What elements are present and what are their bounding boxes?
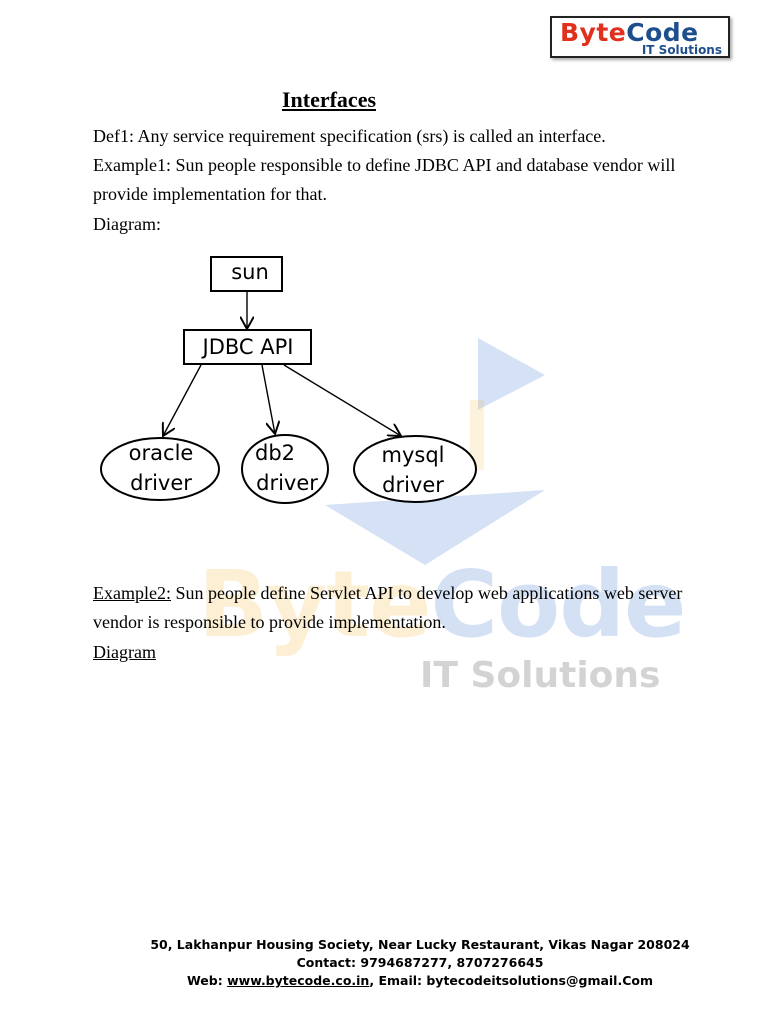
logo-wordmark: ByteCode	[560, 18, 699, 47]
example1-line2: provide implementation for that.	[93, 184, 327, 204]
footer-web: Web: www.bytecode.co.in, Email: bytecode…	[0, 972, 768, 990]
company-logo: ByteCode IT Solutions	[550, 16, 730, 58]
footer-contact: Contact: 9794687277, 8707276645	[296, 955, 544, 970]
diagram-label: Diagram:	[93, 214, 161, 234]
example2-label: Example2:	[93, 583, 171, 603]
footer-email: , Email: bytecodeitsolutions@gmail.Com	[369, 973, 654, 988]
diagram2-label: Diagram	[93, 642, 156, 662]
jdbc-diagram: sun JDBC API oracle driver db2 driver my…	[90, 248, 490, 518]
oracle-driver-line1: oracle	[129, 441, 194, 465]
example2-text: Sun people define Servlet API to develop…	[170, 583, 683, 603]
oracle-driver-line2: driver	[130, 471, 192, 495]
oracle-driver-ellipse	[100, 437, 220, 501]
example2-line1: Example2: Sun people define Servlet API …	[93, 579, 723, 608]
example2-line2: vendor is responsible to provide impleme…	[93, 612, 446, 632]
jdbc-api-label: JDBC API	[201, 335, 294, 359]
website-link[interactable]: www.bytecode.co.in	[227, 973, 370, 988]
example1-line1: Example1: Sun people responsible to defi…	[93, 155, 676, 175]
page-footer: 50, Lakhanpur Housing Society, Near Luck…	[0, 936, 768, 990]
arrow-jdbc-oracle	[163, 364, 202, 436]
jdbc-api-box	[183, 329, 312, 365]
footer-web-label: Web:	[186, 973, 228, 988]
arrow-jdbc-mysql	[283, 364, 401, 436]
arrow-jdbc-db2	[261, 364, 275, 434]
footer-address: 50, Lakhanpur Housing Society, Near Luck…	[150, 937, 690, 952]
db2-driver-ellipse	[241, 434, 329, 504]
mysql-driver-line1: mysql	[382, 443, 445, 467]
definition-text: Def1: Any service requirement specificat…	[93, 126, 606, 146]
mysql-driver-ellipse	[353, 435, 477, 503]
mysql-driver-line2: driver	[382, 473, 444, 497]
db2-driver-line1: db2	[255, 441, 295, 465]
db2-driver-line2: driver	[256, 471, 318, 495]
logo-subtitle: IT Solutions	[641, 43, 722, 57]
page-title: Interfaces	[281, 87, 377, 112]
sun-label: sun	[231, 260, 269, 284]
